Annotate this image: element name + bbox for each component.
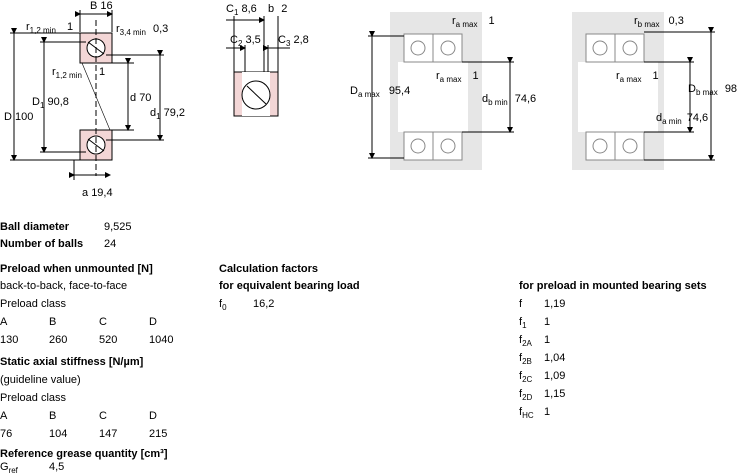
factor-symbol: f2A (519, 334, 532, 348)
mounted-heading: for preload in mounted bearing sets (519, 280, 707, 292)
stiffness-value-A: 76 (0, 428, 13, 440)
stiffness-class-A: A (0, 410, 8, 422)
preload-class-B: B (49, 316, 57, 328)
label-D1: D1 90,8 (32, 96, 69, 110)
stiffness-note: (guideline value) (0, 374, 81, 386)
factor-symbol: f2B (519, 352, 532, 366)
label-rb-top-2: rb max 0,3 (634, 15, 684, 29)
stiffness-class-D: D (149, 410, 157, 422)
stiffness-value-D: 215 (149, 428, 168, 440)
label-r34: r3,4 min 0,3 (116, 23, 169, 37)
preload-class-D: D (149, 316, 157, 328)
label-C3: C3 2,8 (278, 34, 309, 48)
bearing-drawings (10, 10, 715, 180)
label-a: a 19,4 (82, 187, 113, 199)
stiffness-value-B: 104 (49, 428, 68, 440)
grease-heading: Reference grease quantity [cm³] (0, 448, 168, 460)
grease-value: 4,5 (49, 461, 65, 473)
preload-heading: Preload when unmounted [N] (0, 263, 153, 275)
label-ra-top-1: ra max 1 (452, 15, 495, 29)
label-Da: Da max 95,4 (350, 85, 411, 99)
factor-value: 1,19 (544, 298, 566, 310)
factor-symbol: f2D (519, 388, 533, 402)
label-C2: C2 3,5 (230, 34, 261, 48)
label-C1: C1 8,6 (226, 3, 257, 17)
label-r12: r1,2 min 1 (26, 21, 74, 35)
mounting-diagram-2 (572, 12, 715, 170)
stiffness-value-C: 147 (99, 428, 118, 440)
label-Db: Db max 98 (688, 83, 738, 97)
preload-class-A: A (0, 316, 8, 328)
preload-class-C: C (99, 316, 107, 328)
ball-count-value: 24 (104, 238, 117, 250)
factor-value: 1 (544, 406, 551, 418)
label-db: db min 74,6 (482, 93, 537, 107)
stiffness-heading: Static axial stiffness [N/µm] (0, 356, 144, 368)
bearing-detail-view (226, 16, 290, 117)
label-d1: d1 79,2 (150, 107, 186, 121)
label-D: D 100 (4, 111, 34, 123)
ball-count-label: Number of balls (0, 238, 84, 250)
factor-value: 1,09 (544, 370, 566, 382)
label-B: B 16 (90, 0, 113, 12)
calc-heading: Calculation factors (219, 263, 319, 275)
label-r12b: r1,2 min 1 (52, 66, 106, 80)
factor-value: 1 (544, 334, 551, 346)
preload-class-label: Preload class (0, 298, 67, 310)
f0-symbol: f0 (219, 298, 227, 312)
label-da: da min 74,6 (656, 112, 709, 126)
stiffness-class-B: B (49, 410, 57, 422)
preload-value-A: 130 (0, 334, 19, 346)
label-b: b 2 (268, 3, 288, 15)
factor-value: 1 (544, 316, 551, 328)
stiffness-class-label: Preload class (0, 392, 67, 404)
grease-symbol: Gref (0, 461, 18, 475)
factor-value: 1,15 (544, 388, 566, 400)
factor-value: 1,04 (544, 352, 566, 364)
calc-subheading: for equivalent bearing load (219, 280, 360, 292)
preload-value-C: 520 (99, 334, 118, 346)
factor-symbol: f2C (519, 370, 533, 384)
f0-value: 16,2 (253, 298, 275, 310)
preload-value-B: 260 (49, 334, 68, 346)
bearing-section-view (10, 10, 164, 180)
factor-symbol: fHC (519, 406, 534, 420)
factor-symbol: f1 (519, 316, 527, 330)
label-ra-mid-1: ra max 1 (436, 70, 479, 84)
mounting-diagram-1 (368, 12, 514, 170)
preload-arrangement: back-to-back, face-to-face (0, 280, 128, 292)
ball-diameter-label: Ball diameter (0, 221, 70, 233)
factor-symbol: f (519, 298, 523, 310)
label-d: d 70 (130, 92, 152, 104)
ball-diameter-value: 9,525 (104, 221, 132, 233)
preload-value-D: 1040 (149, 334, 174, 346)
stiffness-class-C: C (99, 410, 107, 422)
label-ra-mid-2: ra max 1 (616, 70, 659, 84)
